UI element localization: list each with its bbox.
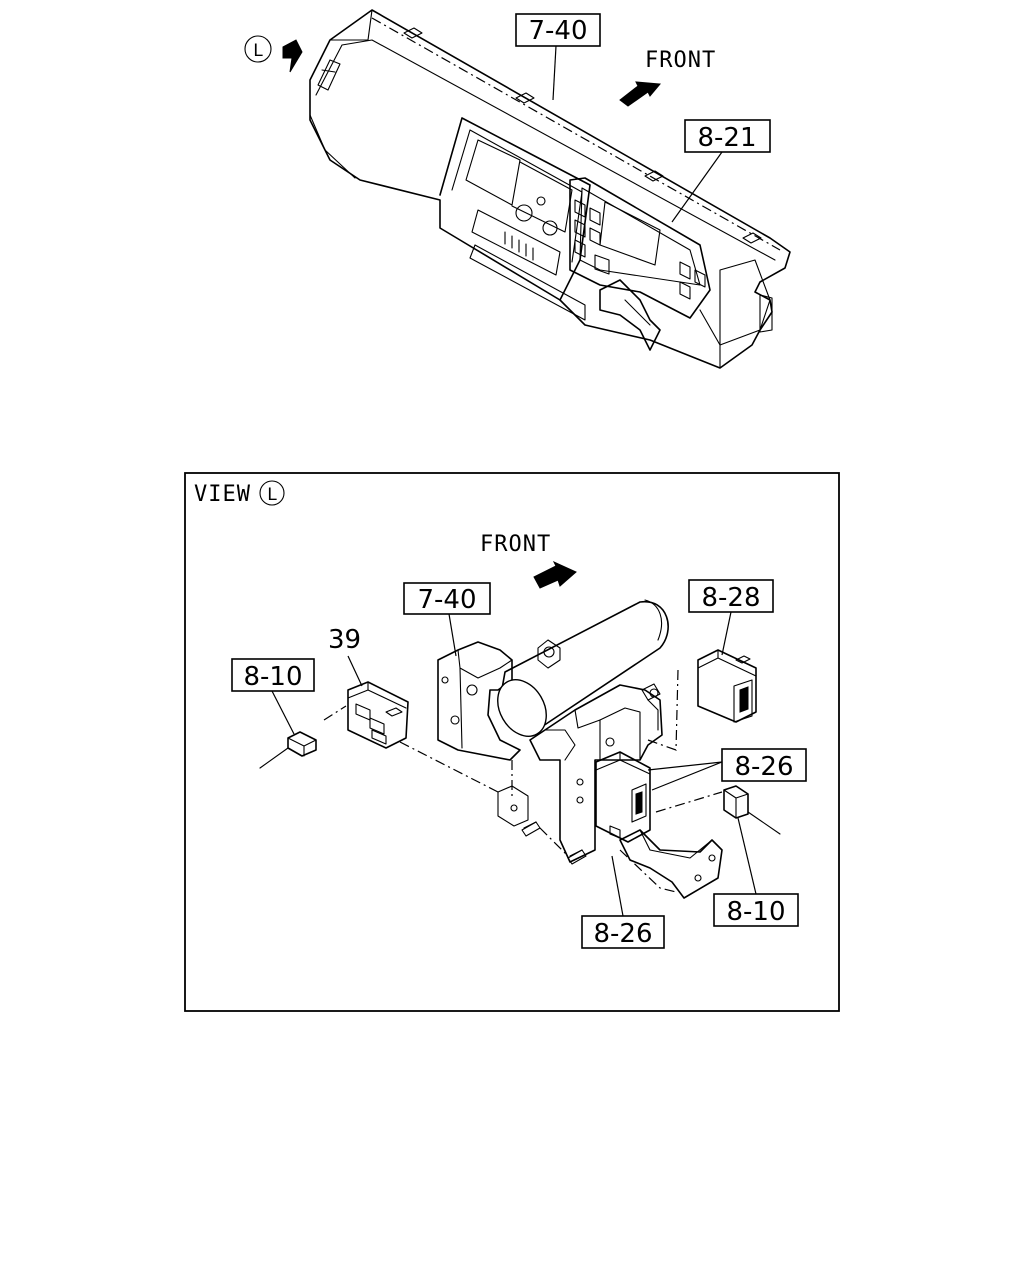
main-bracket-part	[529, 683, 663, 863]
relay-39-part	[347, 681, 409, 749]
svg-text:L: L	[267, 485, 277, 505]
stud-bolt-1-part	[521, 821, 541, 837]
alignment-line-8-28	[647, 669, 679, 751]
cross-tube-part	[497, 599, 669, 737]
alignment-line-relay-bracket	[399, 741, 499, 793]
callout-8-10-left: 8-10	[231, 658, 315, 735]
view-direction-arrow-icon	[282, 39, 303, 73]
alignment-line-connector-right	[655, 791, 723, 813]
callout-39: 39	[328, 625, 361, 655]
tube-bolt-part	[537, 639, 561, 669]
alignment-line-relay	[323, 705, 347, 721]
front-label-top: FRONT	[645, 48, 716, 73]
view-title-text: VIEW	[194, 482, 251, 507]
relay-8-26-part	[595, 751, 651, 843]
front-arrow-top-icon	[619, 81, 661, 107]
callout-7-40-detail: 7-40	[403, 582, 491, 657]
leader-39	[347, 655, 363, 687]
svg-text:8-28: 8-28	[701, 583, 760, 613]
svg-text:8-10: 8-10	[726, 897, 785, 927]
callout-8-26-upper: 8-26	[647, 748, 807, 791]
stud-bolt-2-part	[567, 849, 587, 865]
connector-right-part	[723, 785, 781, 835]
mount-plate-part	[497, 785, 529, 827]
svg-text:7-40: 7-40	[417, 585, 476, 615]
connector-left-part	[259, 731, 317, 769]
callout-8-28: 8-28	[688, 579, 774, 656]
callout-8-21: 8-21	[671, 119, 771, 223]
dashboard-assembly	[309, 9, 791, 369]
svg-text:8-10: 8-10	[243, 662, 302, 692]
view-l-marker-detail: L	[259, 480, 285, 506]
callout-8-10-right: 8-10	[713, 817, 799, 927]
callout-7-40-top: 7-40	[515, 13, 601, 101]
view-l-frame	[184, 472, 840, 1012]
svg-text:8-26: 8-26	[593, 919, 652, 949]
view-l-marker-top-text: L	[253, 41, 263, 61]
callout-8-26-lower: 8-26	[581, 855, 665, 949]
view-l-marker-top: L	[244, 35, 272, 63]
alignment-line-studs	[539, 827, 569, 857]
relay-8-28-part	[697, 649, 757, 723]
svg-text:8-26: 8-26	[734, 752, 793, 782]
front-arrow-detail-icon	[533, 560, 577, 589]
lower-bracket-part	[619, 829, 723, 899]
front-label-detail: FRONT	[480, 532, 551, 557]
svg-text:7-40: 7-40	[528, 16, 587, 46]
svg-text:8-21: 8-21	[697, 123, 756, 153]
panel-bracket-part	[437, 641, 521, 761]
